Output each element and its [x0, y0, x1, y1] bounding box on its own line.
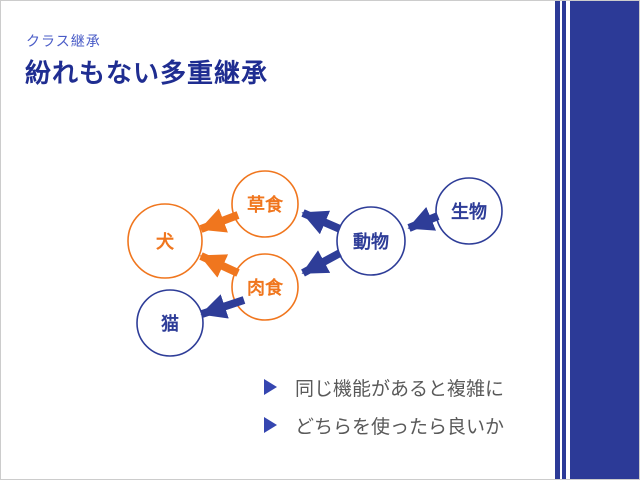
- slide-kicker: クラス継承: [26, 33, 101, 49]
- page-title: 紛れもない多重継承: [25, 58, 269, 88]
- arrow-organism-to-animal: [407, 206, 440, 232]
- bullet-text: 同じ機能があると複雑に: [295, 378, 505, 400]
- node-animal-label: 動物: [353, 231, 389, 252]
- arrow-carnivore-to-dog: [199, 252, 240, 278]
- arrow-animal-to-herbivore: [301, 209, 342, 235]
- node-cat-circle: [136, 289, 204, 357]
- arrow-carnivore-to-cat: [200, 294, 246, 319]
- arrow-herbivore-to-dog: [199, 208, 240, 233]
- list-item: 同じ機能があると複雑に: [264, 375, 505, 400]
- node-cat-label: 猫: [161, 313, 179, 334]
- bullet-text: どちらを使ったら良いか: [295, 416, 505, 438]
- arrow-animal-to-carnivore: [301, 249, 342, 277]
- side-accent-band: [555, 1, 639, 479]
- node-animal-circle: [336, 206, 406, 276]
- node-dog-label: 犬: [156, 231, 175, 252]
- node-dog-circle: [127, 203, 203, 279]
- bullet-triangle-icon: [264, 417, 277, 433]
- band-stripe: [560, 1, 562, 479]
- node-carnivore-label: 肉食: [247, 277, 284, 298]
- band-stripe: [566, 1, 570, 479]
- bullet-list: 同じ機能があると複雑に どちらを使ったら良いか: [264, 375, 504, 451]
- node-organism-label: 生物: [451, 201, 487, 222]
- node-carnivore-circle: [231, 253, 299, 321]
- list-item: どちらを使ったら良いか: [264, 413, 505, 438]
- node-herbivore-circle: [231, 170, 299, 238]
- node-herbivore-label: 草食: [247, 194, 284, 215]
- bullet-triangle-icon: [264, 379, 277, 395]
